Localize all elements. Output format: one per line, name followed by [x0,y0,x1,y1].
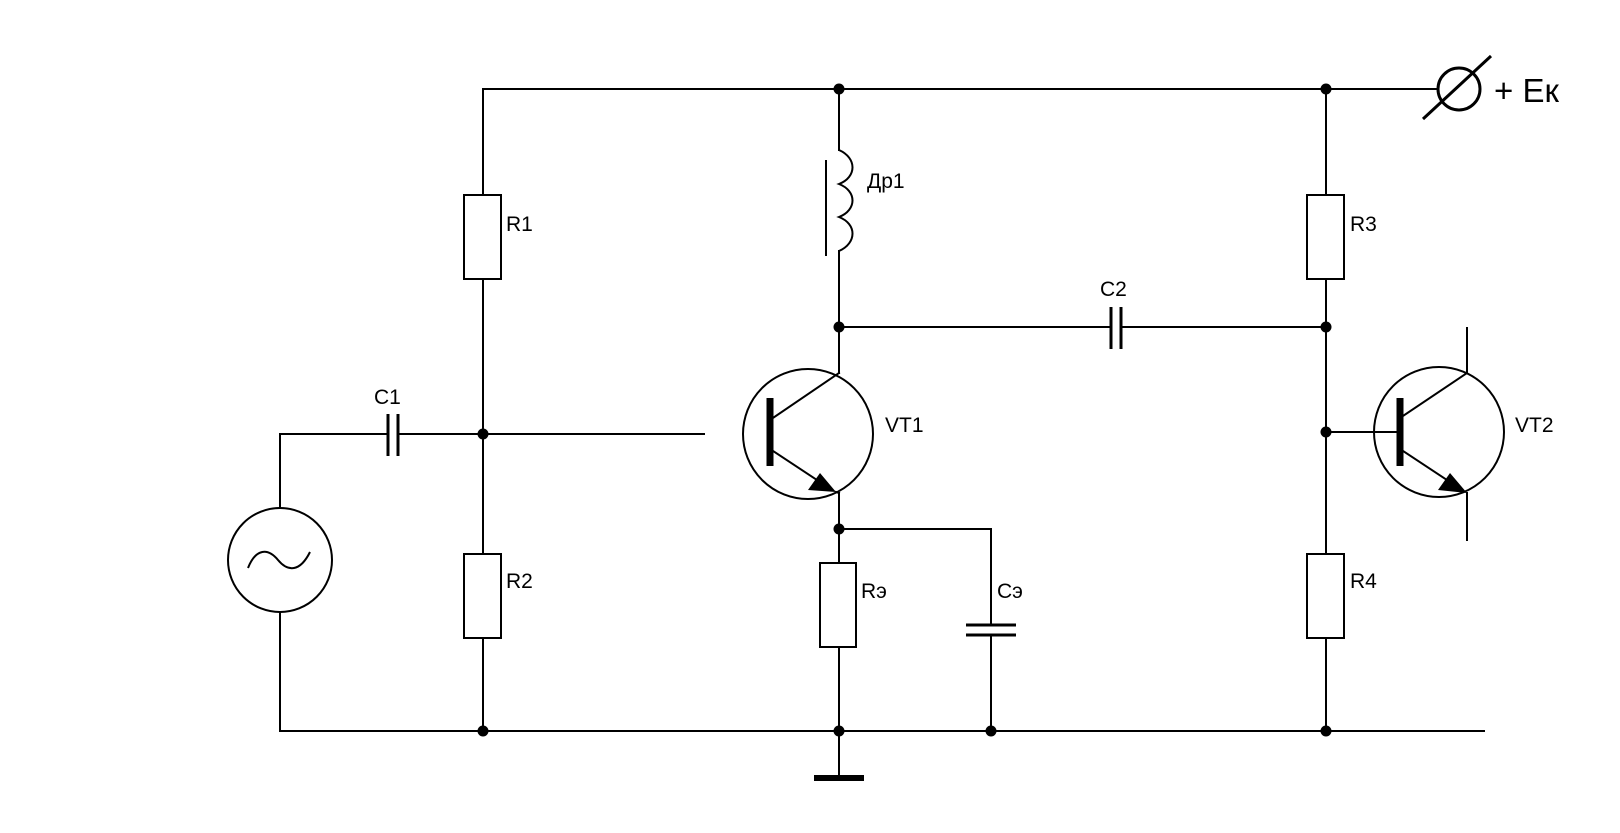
ground-rail [279,730,1485,779]
junction-dots [477,83,1332,737]
capacitor-c1 [279,414,705,456]
choke-dr1 [825,149,854,256]
r2-label: R2 [506,570,533,593]
capacitor-c2 [838,307,1327,349]
r1-label: R1 [506,213,533,236]
re-label: Rэ [861,580,887,603]
resistor-r4 [1306,553,1345,639]
transistor-vt2 [1373,327,1505,541]
supply-terminal [1421,54,1493,121]
supply-rail [482,88,1439,196]
signal-source [227,433,333,732]
r3-label: R3 [1350,213,1377,236]
c2-label: C2 [1100,278,1127,301]
transistor-vt1 [742,368,874,500]
vt1-label: VT1 [885,414,924,437]
resistor-r2 [463,553,502,639]
capacitor-ce [838,528,1016,732]
ce-label: Cэ [997,580,1023,603]
resistor-r3 [1306,194,1345,280]
c1-label: C1 [374,386,401,409]
vt2-label: VT2 [1515,414,1554,437]
r4-label: R4 [1350,570,1377,593]
resistor-r1 [463,194,502,280]
choke-label: Др1 [867,170,905,193]
supply-label: + Ек [1494,72,1559,109]
resistor-re [819,562,857,648]
